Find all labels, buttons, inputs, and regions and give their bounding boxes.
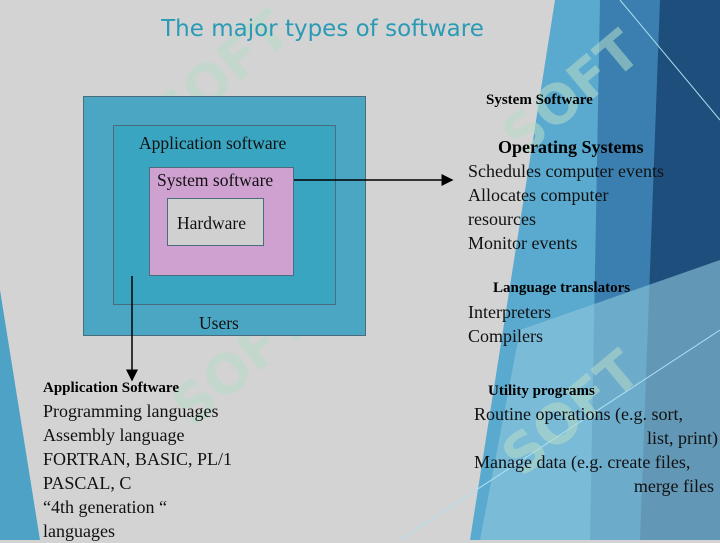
bg-line bbox=[619, 0, 720, 121]
util-heading: Utility programs bbox=[488, 383, 595, 399]
os-item: Schedules computer events bbox=[468, 161, 664, 181]
bg-facet bbox=[480, 260, 720, 540]
os-item: Allocates computer bbox=[468, 185, 609, 205]
app-item: Assembly language bbox=[43, 425, 185, 445]
os-item: resources bbox=[468, 209, 536, 229]
app-item: “4th generation “ bbox=[43, 497, 167, 517]
app-item: languages bbox=[43, 521, 115, 541]
util-item: merge files bbox=[633, 476, 714, 496]
lt-item: Interpreters bbox=[468, 302, 551, 322]
users-label: Users bbox=[199, 313, 239, 333]
util-item: Manage data (e.g. create files, bbox=[474, 452, 691, 472]
hardware-box bbox=[167, 198, 264, 246]
slide-title: The major types of software bbox=[161, 16, 484, 42]
hardware-label: Hardware bbox=[177, 213, 246, 233]
lt-heading: Language translators bbox=[493, 280, 631, 296]
bg-left-accent bbox=[0, 290, 40, 540]
application-label: Application software bbox=[139, 133, 287, 153]
app-item: PASCAL, C bbox=[43, 473, 132, 493]
util-item: list, print) bbox=[647, 428, 718, 448]
application-software-heading: Application Software bbox=[43, 380, 179, 396]
bg-line bbox=[399, 329, 720, 540]
system-label: System software bbox=[157, 170, 274, 190]
app-item: FORTRAN, BASIC, PL/1 bbox=[43, 449, 232, 469]
os-item: Monitor events bbox=[468, 233, 578, 253]
lt-item: Compilers bbox=[468, 326, 543, 346]
os-heading: Operating Systems bbox=[498, 137, 644, 157]
util-item: Routine operations (e.g. sort, bbox=[474, 404, 683, 424]
app-item: Programming languages bbox=[43, 401, 219, 421]
system-software-heading: System Software bbox=[486, 92, 593, 108]
